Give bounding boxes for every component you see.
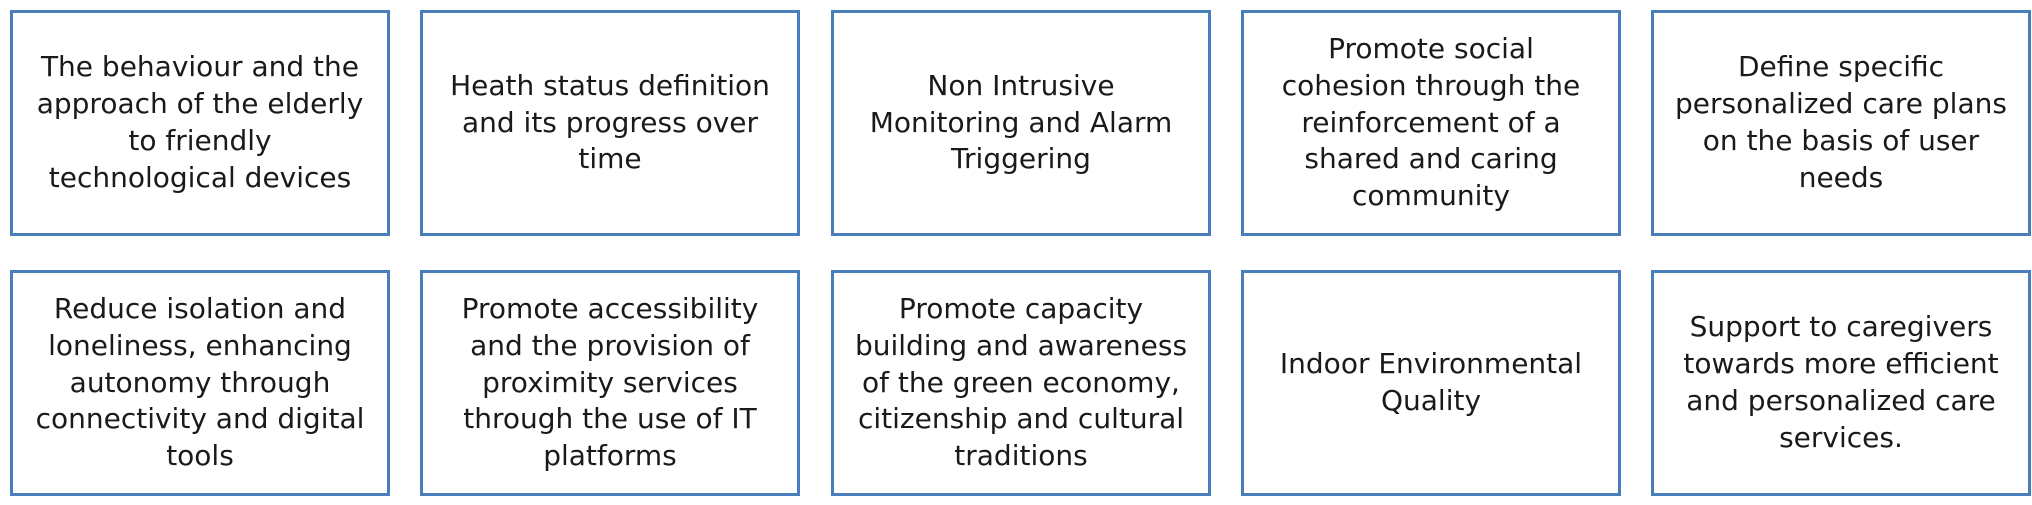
box-label: The behaviour and the approach of the el…: [36, 50, 364, 194]
box-label: Promote capacity building and awareness …: [854, 291, 1188, 473]
box-label: Non Intrusive Monitoring and Alarm Trigg…: [869, 68, 1173, 176]
box-support-caregivers: Support to caregivers towards more effic…: [1651, 270, 2031, 496]
box-capacity-building: Promote capacity building and awareness …: [831, 270, 1211, 496]
box-label: Indoor Environmental Quality: [1279, 347, 1583, 417]
box-health-status: Heath status definition and its progress…: [420, 10, 800, 236]
box-elderly-technology: The behaviour and the approach of the el…: [10, 10, 390, 236]
box-indoor-quality: Indoor Environmental Quality: [1241, 270, 1621, 496]
box-reduce-isolation: Reduce isolation and loneliness, enhanci…: [10, 270, 390, 496]
box-label: Heath status definition and its progress…: [450, 68, 770, 176]
box-monitoring-alarm: Non Intrusive Monitoring and Alarm Trigg…: [831, 10, 1211, 236]
box-label: Support to caregivers towards more effic…: [1683, 310, 1999, 454]
box-care-plans: Define specific personalized care plans …: [1651, 10, 2031, 236]
box-label: Define specific personalized care plans …: [1675, 50, 2007, 194]
box-social-cohesion: Promote social cohesion through the rein…: [1241, 10, 1621, 236]
box-label: Reduce isolation and loneliness, enhanci…: [35, 291, 365, 473]
box-label: Promote accessibility and the provision …: [461, 291, 759, 473]
box-accessibility: Promote accessibility and the provision …: [420, 270, 800, 496]
box-label: Promote social cohesion through the rein…: [1281, 31, 1581, 213]
